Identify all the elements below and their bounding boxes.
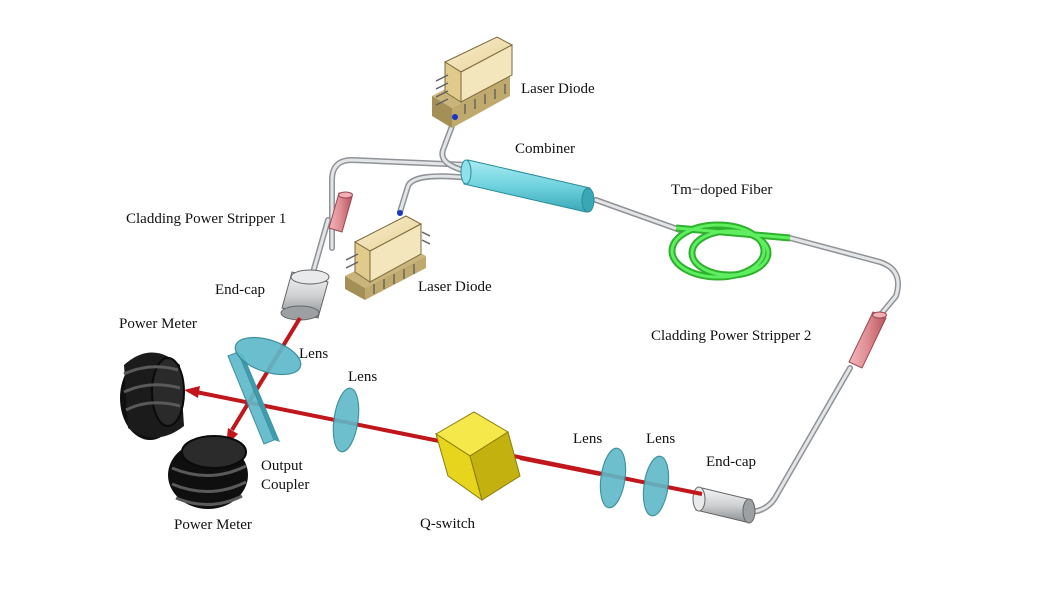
label-lens-middle: Lens [348, 369, 378, 385]
stripper-icon [328, 191, 353, 233]
cube-icon [435, 411, 521, 502]
label-coupler: Coupler [261, 477, 310, 493]
power-meter-icon [168, 435, 248, 509]
laser-diode-icon [432, 36, 514, 128]
label-combiner: Combiner [515, 141, 575, 157]
endcap-icon [692, 486, 756, 524]
label-power-meter-top: Power Meter [119, 316, 197, 332]
label-cladding-power-stripper-1: Cladding Power Stripper 1 [126, 211, 287, 227]
label-q-switch: Q-switch [420, 516, 475, 532]
label-lens-right-2: Lens [646, 431, 676, 447]
beam-arrow [184, 386, 200, 398]
label-power-meter-bottom: Power Meter [174, 517, 252, 533]
lens-icon [332, 387, 360, 453]
label-lens-right-1: Lens [573, 431, 603, 447]
label-tm-doped-fiber: Tm−doped Fiber [671, 182, 773, 198]
label-laser-diode-top: Laser Diode [521, 81, 595, 97]
label-lens-upper: Lens [299, 346, 329, 362]
power-meter-icon [120, 352, 185, 440]
endcap-icon [280, 269, 330, 321]
laser-diode-icon [345, 210, 431, 300]
stripper-icon [848, 311, 887, 369]
label-end-cap-left: End-cap [215, 282, 265, 298]
label-laser-diode-bottom: Laser Diode [418, 279, 492, 295]
combiner-icon [460, 159, 595, 213]
fiber-paths [309, 115, 901, 515]
laser-beam [519, 456, 601, 476]
lens-icon [234, 336, 302, 376]
label-cladding-power-stripper-2: Cladding Power Stripper 2 [651, 328, 812, 344]
label-end-cap-right: End-cap [706, 454, 756, 470]
mirror-icon [227, 351, 280, 445]
label-output: Output [261, 458, 303, 474]
lens-icon [599, 447, 627, 509]
lens-icon [642, 455, 670, 517]
